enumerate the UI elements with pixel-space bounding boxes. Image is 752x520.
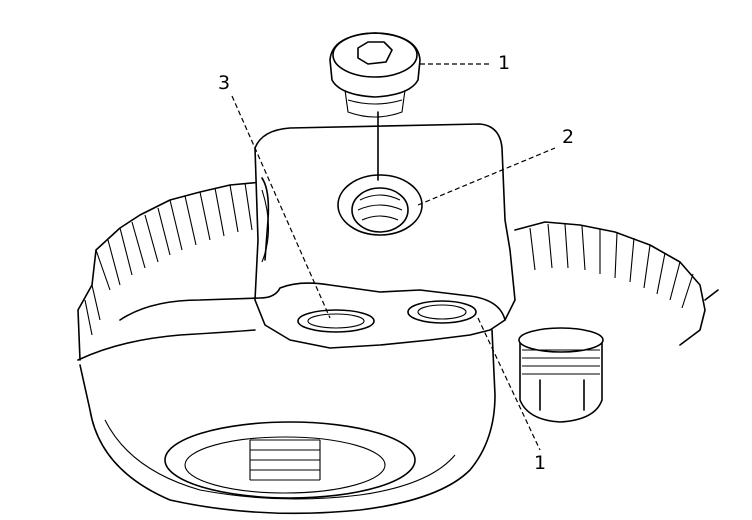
drain-plug xyxy=(329,32,421,181)
leader-lines xyxy=(231,63,556,451)
housing-body xyxy=(77,123,516,361)
threaded-bore xyxy=(337,174,423,236)
lower-bowl xyxy=(79,329,496,515)
callout-left-port: 3 xyxy=(218,72,231,94)
fill-ports xyxy=(297,300,477,333)
callout-plug-bottom: 1 xyxy=(534,452,547,474)
ring-gear-right xyxy=(514,221,719,346)
pinion-shaft xyxy=(518,327,604,423)
callout-bore: 2 xyxy=(562,126,575,148)
callout-plug-top: 1 xyxy=(498,52,511,74)
ring-gear-left xyxy=(77,181,263,361)
